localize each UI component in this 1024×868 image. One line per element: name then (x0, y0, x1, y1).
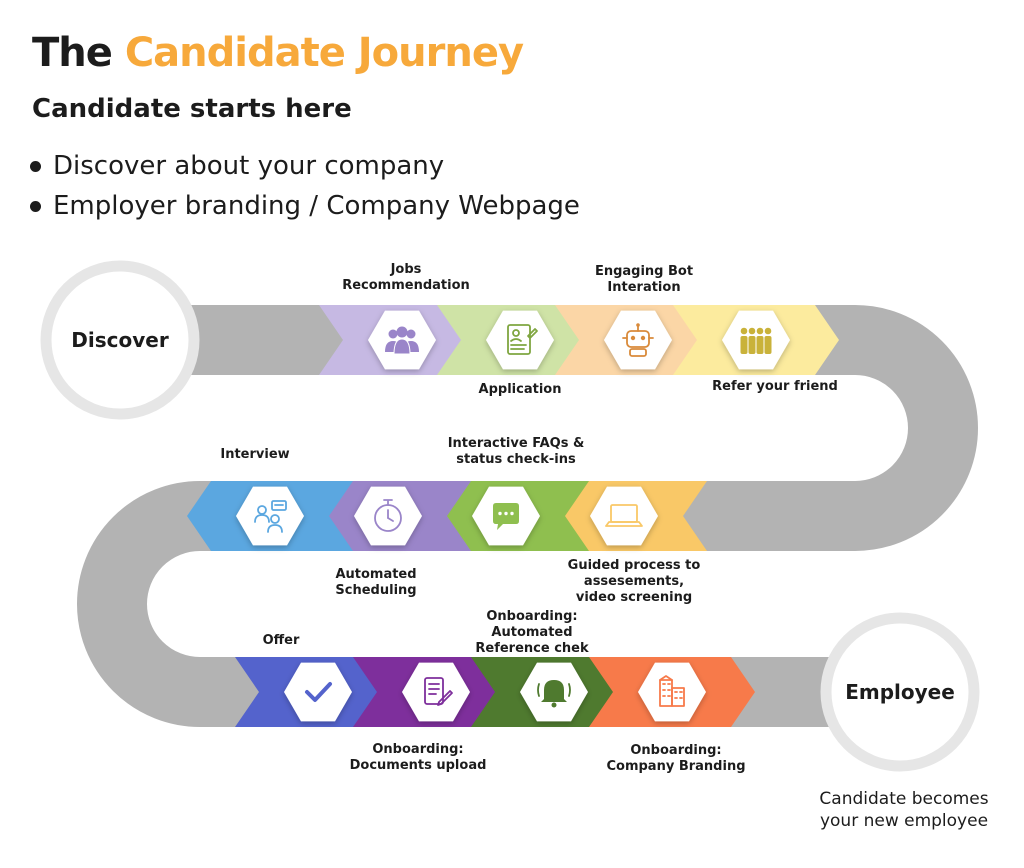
step-scheduling (305, 481, 471, 551)
step-label-offer: Offer (262, 633, 300, 648)
start-label: Discover (71, 328, 169, 352)
bullet-dot-icon (30, 160, 41, 172)
step-interview (187, 481, 353, 551)
step-reference (471, 657, 637, 727)
step-bot (555, 305, 721, 375)
interview-icon (254, 500, 287, 533)
step-application (437, 305, 603, 375)
bullet-item: Discover about your company (30, 146, 580, 186)
step-label-interview: Interview (220, 447, 290, 462)
document-edit-icon (424, 677, 453, 706)
chat-bubble-icon (493, 503, 519, 530)
office-building-icon (659, 675, 685, 707)
bullet-item: Employer branding / Company Webpage (30, 186, 580, 226)
step-label-branding: Onboarding:Company Branding (606, 743, 746, 774)
hexagon-offer (284, 662, 352, 722)
laptop-icon (605, 504, 643, 527)
team-icon (740, 327, 772, 354)
end-circle (820, 612, 980, 772)
step-documents (353, 657, 519, 727)
people-group-icon (385, 326, 419, 355)
bullet-dot-icon (30, 200, 41, 212)
start-circle (40, 260, 200, 420)
step-label-faq: Interactive FAQs &status check-ins (447, 436, 585, 467)
step-faq (423, 481, 589, 551)
step-refer (673, 305, 839, 375)
subtitle: Candidate starts here (32, 94, 352, 124)
hexagon-documents (402, 662, 470, 722)
step-label-refer: Refer your friend (712, 379, 838, 394)
resume-document-icon (507, 324, 538, 355)
hexagon-bot (604, 310, 672, 370)
hexagon-interview (236, 486, 304, 546)
title-accent: Candidate Journey (124, 30, 524, 76)
step-label-application: Application (478, 382, 562, 397)
step-label-documents: Onboarding:Documents upload (349, 742, 487, 773)
checkmark-icon (305, 682, 332, 702)
page-title: The Candidate Journey (32, 30, 524, 76)
stopwatch-icon (374, 499, 402, 532)
step-guided (541, 481, 707, 551)
hexagon-guided (590, 486, 658, 546)
step-branding (589, 657, 755, 727)
bell-icon (537, 680, 571, 708)
end-label: Employee (845, 680, 955, 704)
step-offer (235, 657, 401, 727)
robot-icon (622, 323, 654, 357)
bullet-list: Discover about your company Employer bra… (30, 146, 580, 226)
hexagon-refer (722, 310, 790, 370)
step-jobs (319, 305, 485, 375)
